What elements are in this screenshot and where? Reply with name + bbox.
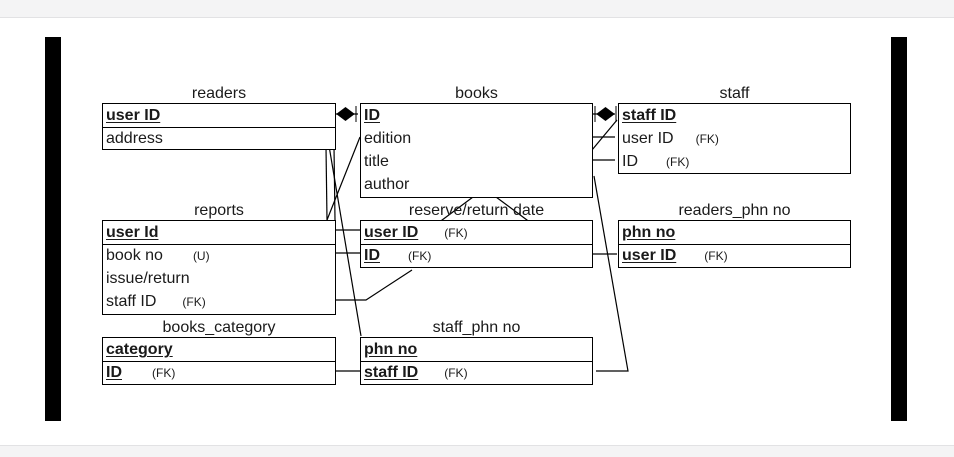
category-field-category: category [106, 341, 173, 358]
readers-phn-no-title: readers_phn no [678, 202, 791, 219]
staff-phn-no-title: staff_phn no [432, 319, 521, 336]
staff-field-id: ID (FK) [622, 150, 689, 173]
reports-staff-id-fk: (FK) [182, 295, 206, 309]
readers-field-address: address [106, 130, 163, 147]
books-field-edition: edition [364, 130, 412, 147]
readers-phn-key-separator [619, 244, 850, 245]
entity-readers-phn-no[interactable]: phn no user ID (FK) [618, 220, 851, 268]
staff-phn-field-staff-id: staff ID (FK) [364, 361, 468, 384]
entity-staff[interactable]: staff ID user ID (FK) ID (FK) [618, 103, 851, 174]
reports-field-staff-id: staff ID (FK) [106, 290, 206, 313]
entity-books-category[interactable]: category ID (FK) [102, 337, 336, 385]
staff-field-id-label: ID [622, 153, 638, 170]
books-category-title: books_category [162, 319, 276, 336]
left-frame-bar [45, 37, 61, 421]
category-id-fk: (FK) [152, 366, 176, 380]
bottom-band [0, 446, 954, 457]
top-divider [0, 17, 954, 18]
staff-field-user-id-label: user ID [622, 130, 674, 147]
right-frame-bar [891, 37, 907, 421]
readers-phn-user-id-fk: (FK) [704, 249, 728, 263]
reports-key-separator [103, 244, 335, 245]
reserve-field-user-id: user ID (FK) [364, 221, 468, 244]
reserve-field-id: ID (FK) [364, 244, 431, 267]
entity-books[interactable]: ID edition title author [360, 103, 593, 198]
category-key-separator [103, 361, 335, 362]
bottom-divider [0, 445, 954, 446]
books-field-title: title [364, 153, 389, 170]
reports-book-no-unique: (U) [192, 249, 210, 263]
staff-phn-staff-id-fk: (FK) [444, 366, 468, 380]
reserve-key-separator [361, 244, 592, 245]
readers-title: readers [191, 85, 247, 102]
entity-reports[interactable]: user Id book no (U) issue/return staff ID… [102, 220, 336, 315]
reserve-id-fk: (FK) [408, 249, 432, 263]
reports-title: reports [194, 202, 244, 219]
books-title: books [455, 85, 498, 102]
books-field-author: author [364, 176, 410, 193]
entity-readers[interactable]: user ID address [102, 103, 336, 150]
reports-field-user-id: user Id [106, 224, 159, 241]
staff-field-user-id: user ID (FK) [622, 127, 719, 150]
reserve-field-id-label: ID [364, 247, 380, 264]
reports-field-book-no-label: book no [106, 247, 163, 264]
staff-phn-key-separator [361, 361, 592, 362]
entity-reserve-return-date[interactable]: user ID (FK) ID (FK) [360, 220, 593, 268]
readers-phn-field-phn-no: phn no [622, 224, 676, 241]
reports-field-staff-id-label: staff ID [106, 293, 157, 310]
reports-field-book-no: book no (U) [106, 244, 210, 267]
readers-key-separator [103, 127, 335, 128]
reserve-field-user-id-label: user ID [364, 224, 419, 241]
books-field-id: ID [364, 107, 380, 124]
category-field-id: ID (FK) [106, 361, 175, 384]
readers-field-user-id: user ID [106, 107, 161, 124]
entity-staff-phn-no[interactable]: phn no staff ID (FK) [360, 337, 593, 385]
category-field-id-label: ID [106, 364, 122, 381]
readers-phn-field-user-id: user ID (FK) [622, 244, 728, 267]
readers-phn-field-user-id-label: user ID [622, 247, 677, 264]
reserve-return-date-title: reserve/return date [408, 202, 545, 219]
top-band [0, 0, 954, 17]
reports-field-issue-return: issue/return [106, 270, 190, 287]
staff-id-fk: (FK) [666, 155, 690, 169]
staff-field-staff-id: staff ID [622, 107, 677, 124]
staff-title: staff [719, 85, 750, 102]
staff-user-id-fk: (FK) [695, 132, 719, 146]
staff-phn-field-phn-no: phn no [364, 341, 418, 358]
staff-phn-field-staff-id-label: staff ID [364, 364, 419, 381]
reserve-user-id-fk: (FK) [444, 226, 468, 240]
